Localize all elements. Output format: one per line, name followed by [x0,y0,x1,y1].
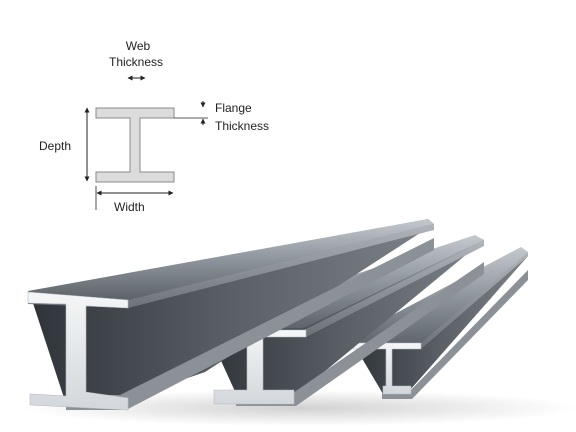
i-section-shape [95,107,175,183]
web-label-line2: Thickness [109,55,163,69]
width-dimension [95,186,174,210]
flange-label-line2: Thickness [215,119,269,133]
beam-shadows [20,390,576,426]
steel-beam-large [27,219,434,411]
flange-label-line1: Flange [215,101,252,115]
width-label: Width [114,200,145,214]
web-label-line1: Web [126,39,151,53]
depth-label: Depth [39,139,71,153]
cross-section [95,107,175,183]
flange-thickness-dimension [174,101,208,125]
